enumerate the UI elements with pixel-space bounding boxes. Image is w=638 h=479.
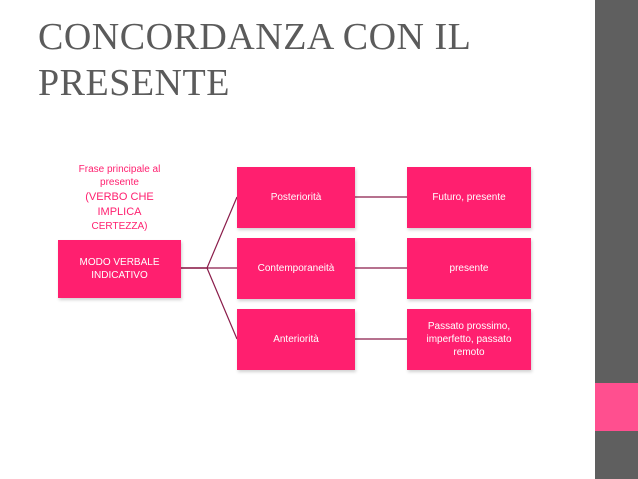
branch-node-anteriorita: Anteriorità [237,309,355,370]
result-label: Passato prossimo, imperfetto, passato re… [426,321,512,358]
result-label: Futuro, presente [432,192,506,203]
branch-label: Anteriorità [273,334,319,345]
slide-title: CONCORDANZA CON IL PRESENTE [38,16,472,104]
root-node-label: MODO VERBALE INDICATIVO [79,257,160,281]
root-header-line1: Frase principale al presente [78,164,161,188]
sidebar-accent-block [595,383,638,431]
connector-root-to-anteriorita [181,267,238,340]
root-node: MODO VERBALE INDICATIVO [58,240,181,298]
connector-root-to-posteriorita [181,196,238,269]
result-node-contemporaneita: presente [407,238,531,299]
slide: CONCORDANZA CON IL PRESENTE Frase princi… [38,16,531,370]
result-node-posteriorita: Futuro, presente [407,167,531,228]
result-label: presente [449,263,489,274]
branch-label: Contemporaneità [257,263,335,274]
branch-node-contemporaneita: Contemporaneità [237,238,355,299]
branch-label: Posteriorità [270,192,322,203]
root-header-line3: CERTEZZA) [91,221,148,232]
branch-node-posteriorita: Posteriorità [237,167,355,228]
root-header-label: Frase principale al presente (VERBO CHE … [58,164,181,232]
result-node-anteriorita: Passato prossimo, imperfetto, passato re… [407,309,531,370]
root-header-line2: (VERBO CHE IMPLICA [85,191,154,218]
